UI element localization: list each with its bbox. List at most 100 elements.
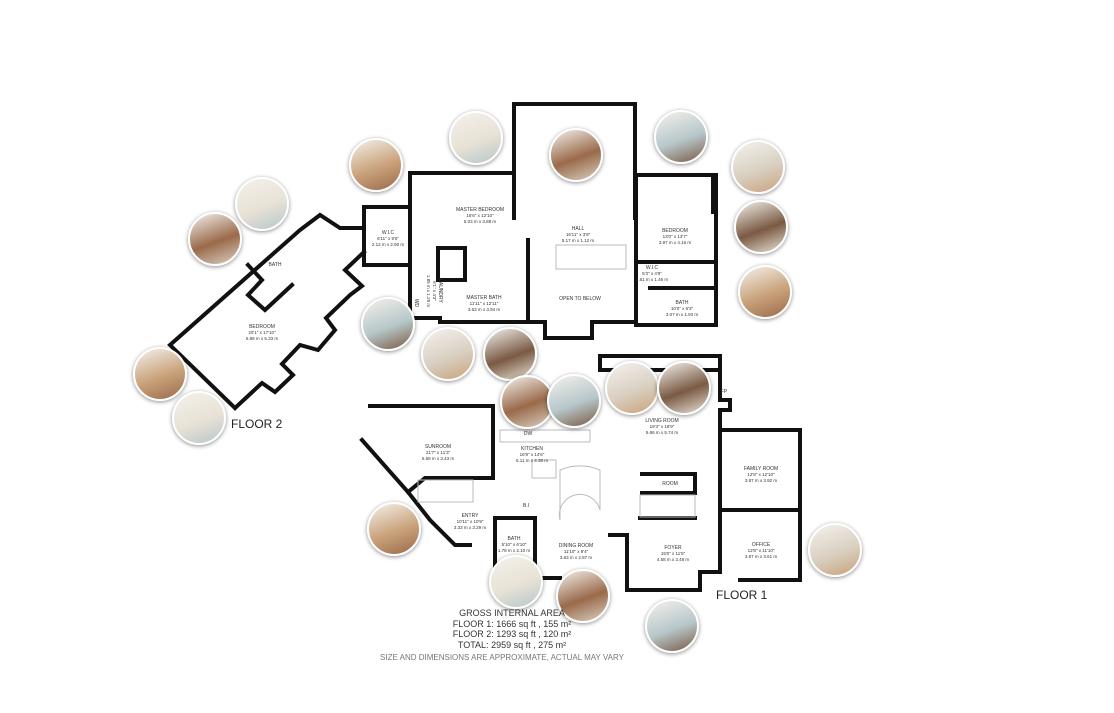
room-name: B.I — [522, 503, 530, 509]
room-metric: 4.58 m x 3.48 m — [656, 557, 690, 562]
room-dims: 10'11" x 10'9" — [456, 519, 484, 524]
area-floor2: FLOOR 2: 1293 sq ft , 120 m² — [452, 629, 572, 639]
room-photo-marker[interactable] — [489, 555, 543, 609]
room-photo-marker[interactable] — [361, 297, 415, 351]
room-metric: 1.61 m x 1.46 m — [635, 277, 669, 282]
floor-1-label: FLOOR 1 — [716, 588, 768, 602]
room-metric: 3.33 m x 3.29 m — [453, 525, 487, 530]
room-photo-marker[interactable] — [421, 327, 475, 381]
room-dims: 16'6" x 12'10" — [466, 213, 494, 218]
room-dims: 5'10" x 6'10" — [501, 542, 527, 547]
room-photo-marker[interactable] — [349, 138, 403, 192]
gross-internal-area: GROSS INTERNAL AREA FLOOR 1: 1666 sq ft … — [453, 608, 572, 650]
room-photo-marker[interactable] — [500, 375, 554, 429]
room-name: W.I.C — [381, 230, 395, 236]
room-name: ENTRY — [461, 513, 479, 519]
room-metric: 3.63 m x 3.94 m — [467, 307, 501, 312]
room-metric: 3.07 m x 1.93 m — [665, 312, 699, 317]
room-photo-marker[interactable] — [605, 361, 659, 415]
room-name: OPEN TO BELOW — [559, 296, 601, 302]
room-dims: 6'11" x 9'6" — [377, 236, 399, 241]
room-photo-marker[interactable] — [731, 140, 785, 194]
room-name: MASTER BATH — [466, 295, 502, 301]
room-metric: 3.97 m x 4.16 m — [658, 240, 692, 245]
area-total: TOTAL: 2959 sq ft , 275 m² — [457, 639, 567, 650]
room-photo-marker[interactable] — [235, 177, 289, 231]
room-photo-marker[interactable] — [172, 391, 226, 445]
room-metric: 5.86 m x 5.74 m — [645, 430, 679, 435]
room-dims: 11'10" x 9'4" — [563, 549, 589, 554]
room-metric: 1.85 m x 1.29 m — [426, 274, 431, 308]
room-photo-marker[interactable] — [483, 327, 537, 381]
fireplace-label: FP — [721, 389, 727, 395]
room-photo-marker[interactable] — [449, 111, 503, 165]
room-metric: 2.12 m x 2.90 m — [371, 242, 405, 247]
room-name: WD — [413, 298, 419, 308]
room-metric: 3.87 m x 3.92 m — [744, 478, 778, 483]
room-name: FAMILY ROOM — [743, 466, 779, 472]
room-photo-marker[interactable] — [547, 374, 601, 428]
room-dims: 20'1" x 17'10" — [248, 330, 276, 335]
room-metric: 6.88 m x 5.33 m — [245, 336, 279, 341]
room-photo-marker[interactable] — [734, 200, 788, 254]
room-name: LIVING ROOM — [645, 418, 679, 424]
room-photo-marker[interactable] — [133, 347, 187, 401]
room-photo-marker[interactable] — [549, 128, 603, 182]
room-name: DINING ROOM — [558, 543, 594, 549]
area-floor1: FLOOR 1: 1666 sq ft , 155 m² — [452, 618, 572, 629]
room-metric: 6.58 m x 3.43 m — [421, 456, 455, 461]
room-photo-marker[interactable] — [738, 265, 792, 319]
dishwasher-label: DW — [524, 431, 532, 437]
room-photo-marker[interactable] — [645, 599, 699, 653]
room-name: BEDROOM — [662, 228, 688, 234]
room-dims: 12'8" x 11'10" — [747, 548, 775, 553]
room-photo-marker[interactable] — [188, 212, 242, 266]
room-photo-marker[interactable] — [657, 361, 711, 415]
room-metric: 5.03 m x 3.88 m — [463, 219, 497, 224]
room-dims: 5'3" x 4'9" — [642, 271, 662, 276]
built-in-label: B.I — [523, 503, 529, 509]
room-photo-marker[interactable] — [654, 110, 708, 164]
room-metric: 5.17 m x 1.12 m — [561, 238, 595, 243]
area-title: GROSS INTERNAL AREA — [459, 608, 565, 618]
room-name: HALL — [571, 226, 585, 232]
room-small-room: ROOM — [662, 481, 678, 487]
room-metric: 1.78 m x 2.10 m — [497, 548, 531, 553]
room-dims: 19'3" x 18'9" — [649, 424, 675, 429]
room-dims: 21'7" x 11'3" — [425, 450, 451, 455]
room-photo-marker[interactable] — [556, 569, 610, 623]
room-name: LAUNDRY — [437, 279, 443, 303]
room-photo-marker[interactable] — [808, 523, 862, 577]
room-dims: 10'0" x 6'3" — [670, 306, 694, 311]
floor-2-label: FLOOR 2 — [231, 417, 283, 431]
room-name: FP — [720, 389, 728, 395]
room-name: OFFICE — [751, 542, 771, 548]
room-name: MASTER BEDROOM — [455, 207, 505, 213]
room-photo-marker[interactable] — [367, 502, 421, 556]
room-name: BATH — [268, 262, 282, 268]
room-dims: 15'0" x 11'5" — [660, 551, 686, 556]
room-open-to-below: OPEN TO BELOW — [559, 296, 601, 302]
disclaimer: SIZE AND DIMENSIONS ARE APPROXIMATE, ACT… — [380, 653, 624, 662]
room-metric: 5.11 m x 4.38 m — [516, 458, 548, 463]
washer-dryer: WD — [413, 299, 419, 307]
room-dims: 13'0" x 13'7" — [662, 234, 688, 239]
room-name: ROOM — [662, 481, 678, 487]
